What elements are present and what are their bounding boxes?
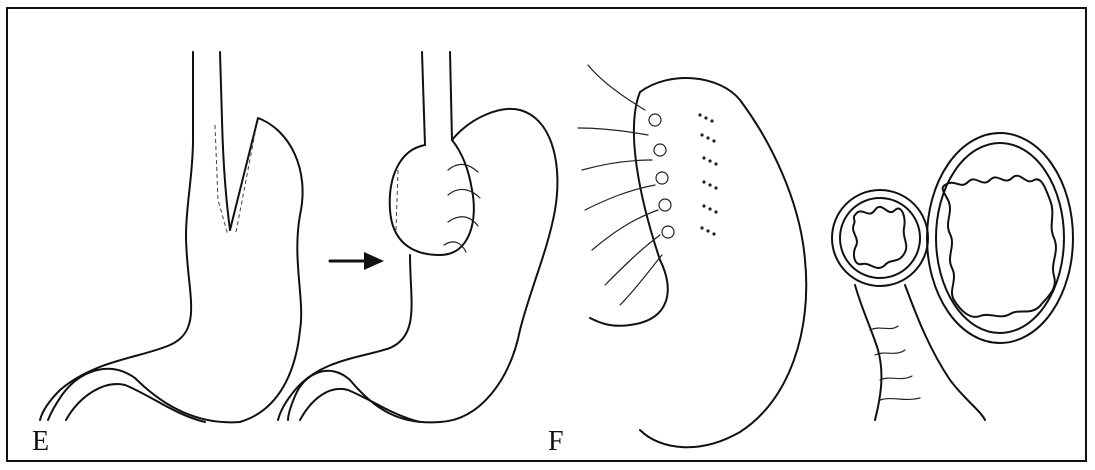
cross-section-icon bbox=[832, 133, 1073, 420]
arrow-right-icon bbox=[330, 252, 384, 270]
stomach-before-icon bbox=[40, 52, 303, 422]
panel-label-e: E bbox=[32, 428, 49, 456]
stomach-after-icon bbox=[278, 52, 557, 422]
panel-label-f: F bbox=[548, 428, 564, 456]
stomach-sutured-icon bbox=[578, 65, 806, 447]
